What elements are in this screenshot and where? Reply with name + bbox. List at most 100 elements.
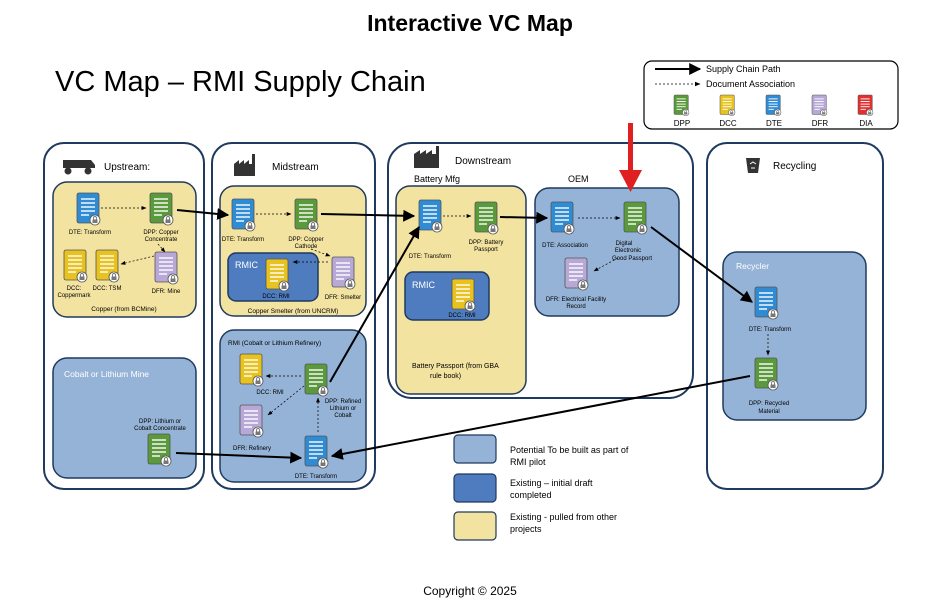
legend-potential-label-1: Potential To be built as part of [510,445,629,455]
legend-existing-draft-label-2: completed [510,490,552,500]
legend-existing-pulled-swatch [453,511,497,541]
copper-bcmine-label: Copper (from BCMine) [91,306,156,313]
rmic-mid-label: RMIC [235,260,258,270]
digital-passport-label-2: Electronic [615,248,641,254]
dte-doc-icon [765,94,782,117]
dpp-copper-cathode-label-2: Cathode [295,244,318,250]
dpp-refined-label-1: DPP: Refined [325,399,361,405]
dcc-rmi-bat-label: DCC: RMI [448,313,476,319]
dpp-lithium-doc-icon [147,433,172,467]
dcc-coppermark-label-1: DCC: [67,286,82,292]
dpp-battery-label-1: DPP: Battery [469,240,504,246]
rmi-refinery-label: RMI (Cobalt or Lithium Refinery) [228,340,321,347]
dpp-recycled-doc-icon [754,357,779,391]
legend-existing-draft-swatch [453,473,497,503]
dcc-coppermark-doc-icon [63,249,88,283]
dpp-battery-label-2: Passport [474,247,498,253]
dpp-battery-doc-icon [474,201,499,235]
legend-existing-pulled-label-2: projects [510,524,542,534]
supply-chain-paths [175,207,753,464]
path-arrow [320,209,416,222]
dfr-doc-icon [811,94,828,117]
downstream-factory-icon [414,146,439,168]
path-arrow [175,451,303,464]
oem-label: OEM [568,174,589,184]
dcc-rmi-bat-doc-icon [451,278,476,312]
dpp-copper-concentrate-label-2: Concentrate [145,237,178,243]
assoc-arrow [593,257,619,272]
path-arrow [499,211,549,224]
top-legend: Supply Chain Path Document Association D… [643,60,899,130]
dia-doc-icon [857,94,874,117]
legend-doc-dfr: DFR [811,94,829,128]
midstream-label: Midstream [272,162,319,173]
dpp-lithium-label-2: Cobalt Concentrate [134,426,186,432]
dcc-tsm-label: DCC: TSM [93,286,122,292]
dte-transform-bat-doc-icon [418,199,443,233]
dfr-refinery-label: DFR: Refinery [233,446,271,452]
dte-transform-up-doc-icon [76,192,101,226]
diagram-subtitle: VC Map – RMI Supply Chain [55,66,426,98]
dfr-refinery-doc-icon [239,404,264,438]
legend-existing-pulled-label-1: Existing - pulled from other [510,512,617,522]
dte-transform-up-label: DTE: Transform [69,230,111,236]
digital-passport-doc-icon [623,201,648,235]
dte-transform-mid-label: DTE: Transform [222,237,264,243]
dpp-refined-label-3: Cobalt [334,413,352,419]
legend-dia-label: DIA [859,119,873,128]
dpp-copper-concentrate-doc-icon [149,192,174,226]
legend-dfr-label: DFR [812,119,829,128]
dte-transform-bat-label: DTE: Transform [409,254,451,260]
digital-passport-label-3: Good Passport [612,256,652,262]
recycler-box [722,251,867,421]
mining-truck-icon [63,160,95,175]
legend-dcc-label: DCC [719,119,737,128]
path-arrow [329,225,420,383]
dpp-recycled-label-1: DPP: Recycled [749,401,789,407]
path-arrow [330,375,751,460]
digital-passport-label-1: Digital [616,241,633,247]
legend-doc-dcc: DCC [719,94,737,128]
assoc-arrow [120,255,155,265]
downstream-label: Downstream [455,156,511,167]
cobalt-lithium-mine-label: Cobalt or Lithium Mine [64,369,149,379]
dpp-copper-cathode-doc-icon [294,198,319,232]
dfr-mine-doc-icon [154,251,179,285]
copyright-footer: Copyright © 2025 [423,584,517,598]
dcc-rmi-mid-doc-icon [265,258,290,292]
assoc-arrow [310,248,331,257]
assoc-arrow [157,243,166,253]
copper-smelter-label: Copper Smelter (from UNCRM) [248,308,339,315]
recycling-label: Recycling [773,161,816,172]
battery-passport-label-2: rule book) [430,373,461,380]
dfr-electrical-doc-icon [564,257,589,291]
path-arrow [176,207,230,220]
dte-association-doc-icon [550,201,575,235]
dcc-rmi-mid-label: DCC: RMI [262,294,290,300]
dpp-recycled-label-2: Material [758,409,779,415]
dte-transform-ref-label: DTE: Transform [295,474,337,480]
highlight-red-arrow-icon [619,123,642,192]
dfr-smelter-doc-icon [331,256,356,290]
dpp-refined-label-2: Lithium or [330,406,356,412]
legend-dte-label: DTE [766,119,782,128]
dfr-mine-label: DFR: Mine [152,289,181,295]
dcc-tsm-doc-icon [95,249,120,283]
dte-transform-ref-doc-icon [304,435,329,469]
legend-document-association-label: Document Association [706,79,795,89]
dte-association-label: DTE: Association [542,243,588,249]
legend-potential-swatch [453,434,497,464]
legend-doc-dte: DTE [765,94,782,128]
upstream-label: Upstream: [104,162,150,173]
dte-transform-rec-doc-icon [754,286,779,320]
dte-transform-mid-doc-icon [231,198,256,232]
recycler-label: Recycler [736,261,769,271]
legend-supply-chain-label: Supply Chain Path [706,64,781,74]
bottom-legend: Potential To be built as part of RMI pil… [453,434,629,541]
dcc-coppermark-label-2: Coppermark [57,293,91,299]
dte-transform-rec-label: DTE: Transform [749,327,791,333]
battery-passport-label-1: Battery Passport (from GBA [412,363,499,370]
legend-dpp-label: DPP [674,119,690,128]
rmic-bat-label: RMIC [412,280,435,290]
